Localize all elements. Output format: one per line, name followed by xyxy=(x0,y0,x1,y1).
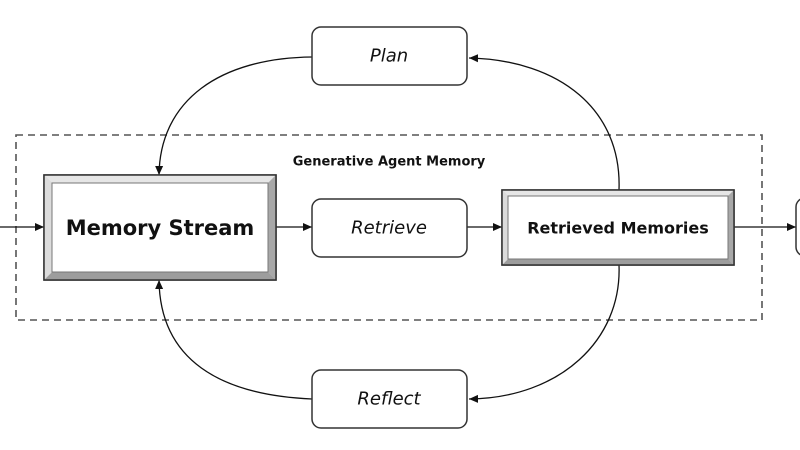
reflect-node: Reflect xyxy=(311,369,468,429)
plan-label: Plan xyxy=(370,46,408,67)
memory-stream-node: Memory Stream xyxy=(43,174,277,281)
retrieve-label: Retrieve xyxy=(351,218,427,239)
retrieve-node: Retrieve xyxy=(311,198,468,258)
reflect-label: Reflect xyxy=(357,389,421,410)
edge-reflect-to-memory-stream xyxy=(155,279,313,400)
retrieved-memories-node: Retrieved Memories xyxy=(501,189,735,266)
retrieved-memories-label: Retrieved Memories xyxy=(527,219,709,238)
plan-node: Plan xyxy=(311,26,468,86)
edge-retrieved-memories-to-plan xyxy=(468,54,620,191)
edges xyxy=(0,54,796,403)
memory-stream-label: Memory Stream xyxy=(66,216,255,240)
memory-group-label: Generative Agent Memory xyxy=(293,155,486,170)
edge-retrieved-memories-to-reflect xyxy=(468,264,620,403)
edge-plan-to-memory-stream xyxy=(155,56,313,176)
output-node-partial xyxy=(795,198,800,256)
